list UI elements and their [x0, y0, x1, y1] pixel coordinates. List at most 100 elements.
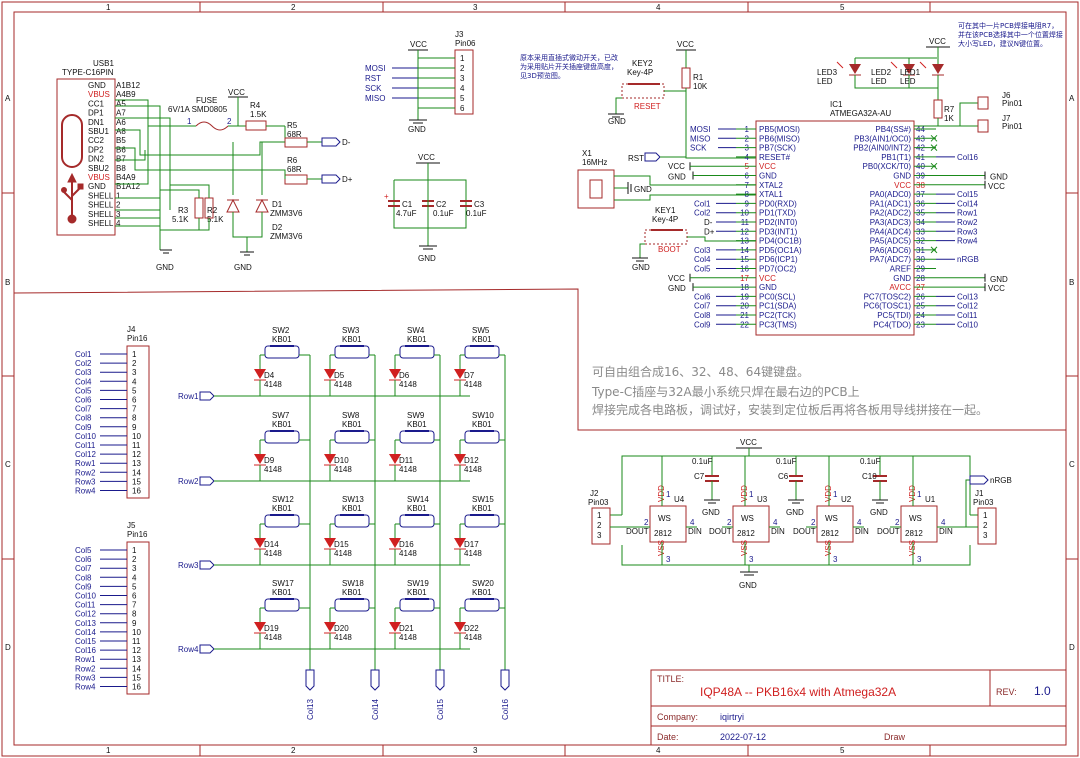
j2-value: Pin03 [588, 498, 609, 507]
diode-symbol [324, 369, 336, 379]
switch-ref: SW19 [407, 579, 429, 588]
frame-col-label: 4 [656, 3, 661, 12]
ws-pin4: 4 [941, 518, 946, 527]
ws-din-pin: DIN [855, 527, 869, 536]
ic1-net-label: MOSI [690, 125, 710, 134]
header-net-label: Col11 [75, 601, 96, 610]
diode-value: 4148 [399, 380, 417, 389]
ws-din-pin: DIN [939, 527, 953, 536]
ic1-pin-name: PD6(ICP1) [759, 255, 798, 264]
ic1-body [755, 120, 915, 336]
frame-row-label: B [1069, 278, 1074, 287]
ic1-net-label: D- [704, 218, 713, 227]
col-net-label: Col14 [371, 699, 380, 720]
led-ref: LED2 [871, 68, 892, 77]
usb-pin-name: SBU2 [88, 164, 109, 173]
usb-pin-name: SHELL [88, 219, 114, 228]
ic1-pin-name: PC4(TDO) [873, 320, 911, 329]
ws-cap-ref: C6 [778, 472, 789, 481]
frame-col-label: 3 [473, 3, 478, 12]
ic1-pin-name: PA5(ADC5) [870, 237, 912, 246]
switch-value: KB01 [407, 504, 427, 513]
header-net-label: Row1 [75, 655, 96, 664]
diode-value: 4148 [334, 380, 352, 389]
switch-value: KB01 [272, 420, 292, 429]
switch-value: KB01 [407, 420, 427, 429]
switch-value: KB01 [472, 335, 492, 344]
frame-row-label: C [5, 460, 11, 469]
ws-pin2: 2 [895, 518, 900, 527]
ws-cap-gnd: GND [870, 508, 888, 517]
usb-pin-number: B8 [116, 164, 126, 173]
ws2812-body [816, 505, 854, 543]
header-net-label: Col5 [75, 546, 92, 555]
frame-row-label: A [5, 94, 11, 103]
col-net-label: Col13 [306, 699, 315, 720]
diode-symbol [454, 622, 466, 632]
inner-frame [13, 11, 1067, 746]
ic1-pin-name: GND [893, 274, 911, 283]
header-pin-number: 3 [132, 564, 137, 573]
j3-value: Pin06 [455, 39, 476, 48]
diode-value: 4148 [334, 549, 352, 558]
switch-value: KB01 [407, 335, 427, 344]
switch-ref: SW18 [342, 579, 364, 588]
ic1-pin-name: PD2(INT0) [759, 218, 798, 227]
j4-header: J4 Pin16 1Col12Col23Col34Col45Col56Col67… [75, 325, 150, 499]
switch-ref: SW9 [407, 411, 425, 420]
ws-pin3: 3 [917, 555, 922, 564]
diode-symbol [324, 538, 336, 548]
frame-row-label: A [1069, 94, 1075, 103]
usb-pin-name: SBU1 [88, 127, 109, 136]
j6-body [977, 96, 989, 110]
ws-name: WS [909, 514, 922, 523]
header-pin-number: 14 [132, 664, 141, 673]
c3-ref: C3 [474, 200, 485, 209]
header-net-label: Col8 [75, 573, 92, 582]
usb-pin-name: SHELL [88, 210, 114, 219]
diode-ref: D12 [464, 456, 479, 465]
usb-pin-number: B4A9 [116, 173, 136, 182]
ic1-net-label: Col11 [957, 311, 978, 320]
header-pin-number: 12 [132, 450, 141, 459]
ws-pin1: 1 [749, 490, 754, 499]
header-net-label: Col13 [75, 619, 96, 628]
caps-gnd: GND [418, 254, 436, 263]
j4-value: Pin16 [127, 334, 148, 343]
diode-ref: D19 [264, 624, 279, 633]
header-net-label: Row2 [75, 468, 96, 477]
d2-ref: D2 [272, 223, 283, 232]
header-pin-number: 15 [132, 673, 141, 682]
ic1-ref: IC1 [830, 100, 843, 109]
led-vcc: VCC [929, 37, 946, 46]
usb-pin-number: A4B9 [116, 90, 136, 99]
fuse-value: 6V/1A SMD0805 [168, 105, 228, 114]
header-net-label: Row3 [75, 477, 96, 486]
ic1-value: ATMEGA32A-AU [830, 109, 891, 118]
ic1-net-label: Col8 [694, 311, 711, 320]
ic1-pin-name: GND [893, 172, 911, 181]
diode-value: 4148 [264, 380, 282, 389]
ic1-net-label: Col16 [957, 153, 978, 162]
header-net-label: Col10 [75, 592, 96, 601]
draw-label: Draw [884, 732, 906, 742]
diode-symbol [389, 622, 401, 632]
j3-body [454, 49, 474, 115]
diode-value: 4148 [334, 465, 352, 474]
diode-ref: D16 [399, 540, 414, 549]
c2-value: 0.1uF [433, 209, 454, 218]
r1-ref: R1 [693, 73, 704, 82]
switch-ref: SW7 [272, 411, 290, 420]
ws-pin4: 4 [857, 518, 862, 527]
usb-pin-name: DN2 [88, 155, 105, 164]
ic1-pin-name: PA0(ADC0) [870, 190, 912, 199]
ic1-net-label: Col2 [694, 209, 711, 218]
ws-header-pin: 1 [983, 511, 988, 520]
switch-value: KB01 [472, 504, 492, 513]
ws-pin1: 1 [917, 490, 922, 499]
diode-ref: D10 [334, 456, 349, 465]
key1-ref: KEY1 [655, 206, 676, 215]
col-port [435, 669, 445, 691]
